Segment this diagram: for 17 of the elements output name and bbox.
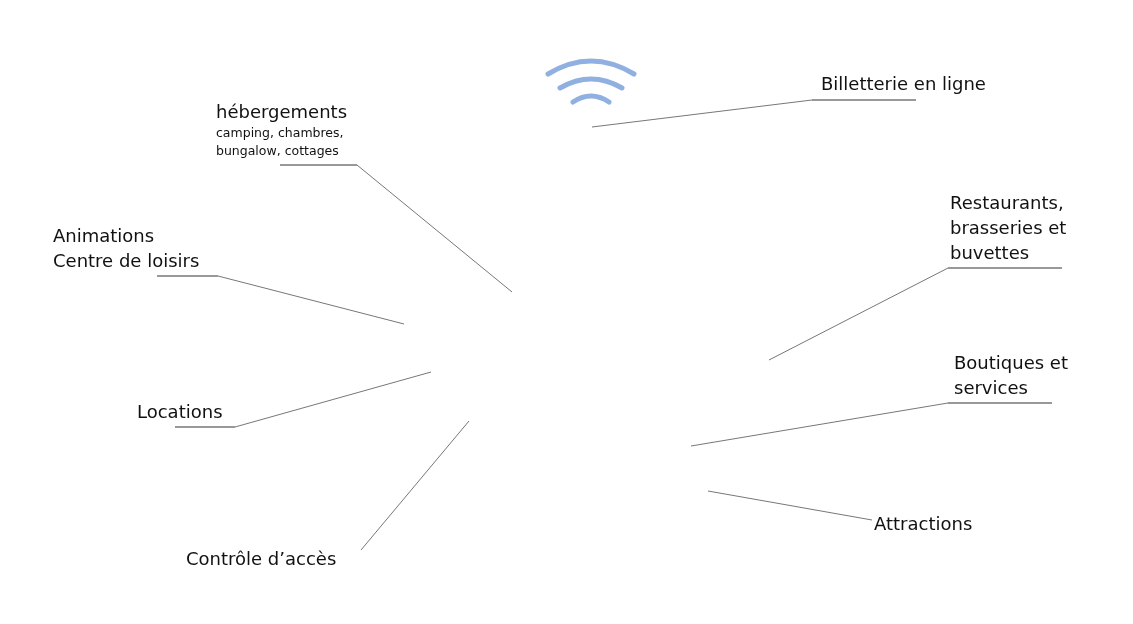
- leader-line: [707, 490, 873, 521]
- callout-title: hébergements: [216, 100, 349, 124]
- callout-title: Billetterie en ligne: [821, 72, 987, 96]
- leader-line: [591, 99, 917, 128]
- leader-line: [156, 275, 405, 325]
- callout-title: Restaurants, brasseries et buvettes: [950, 191, 1068, 265]
- callout-title: Attractions: [874, 512, 974, 536]
- leader-line: [279, 164, 513, 293]
- callout-title: Locations: [137, 400, 224, 424]
- leader-line: [768, 267, 1063, 361]
- leader-line: [360, 420, 470, 551]
- callout-title: Contrôle d’accès: [186, 547, 338, 571]
- callout-title: Boutiques et services: [954, 351, 1069, 400]
- leader-line: [174, 371, 432, 428]
- callout-subtitle: camping, chambres, bungalow, cottages: [216, 124, 345, 160]
- leader-line: [690, 402, 1053, 447]
- callout-title: Animations Centre de loisirs: [53, 224, 201, 273]
